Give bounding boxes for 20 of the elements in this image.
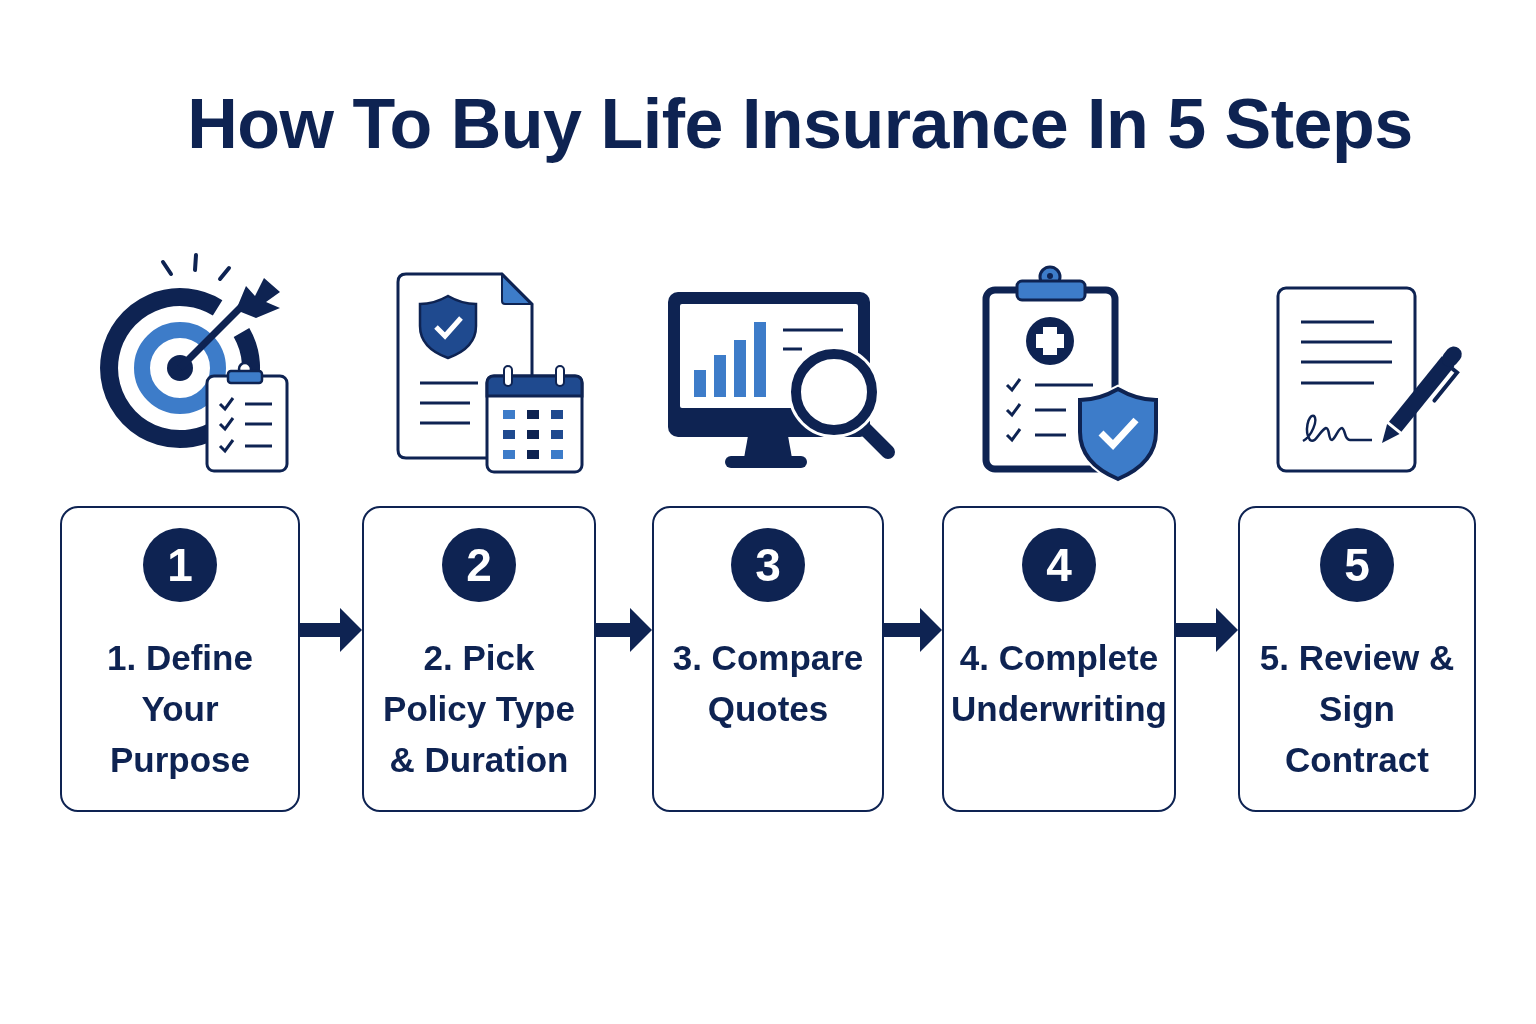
- step-title: 3. Compare Quotes: [672, 638, 864, 728]
- step-title: 1. Define Your Purpose: [107, 638, 253, 779]
- step-card: [362, 506, 596, 812]
- step-card: [1238, 506, 1476, 812]
- title: How To Buy Life Insurance In 5 Steps: [187, 85, 1413, 163]
- step-number: 3: [755, 542, 781, 588]
- arrow: [300, 607, 362, 652]
- step-number: 5: [1344, 542, 1370, 588]
- arrow: [596, 607, 652, 652]
- step-title: 2. Pick Policy Type & Duration: [383, 638, 575, 779]
- step-number: 2: [466, 542, 492, 588]
- arrow: [1176, 607, 1238, 652]
- step-card: [60, 506, 300, 812]
- arrow: [884, 607, 942, 652]
- step-card: [652, 506, 884, 812]
- step-card: [942, 506, 1176, 812]
- step-title: 5. Review & Sign Contract: [1259, 638, 1455, 779]
- step-title: 4. Complete Underwriting: [951, 638, 1167, 728]
- step-number: 1: [167, 542, 193, 588]
- step-number: 4: [1046, 542, 1072, 588]
